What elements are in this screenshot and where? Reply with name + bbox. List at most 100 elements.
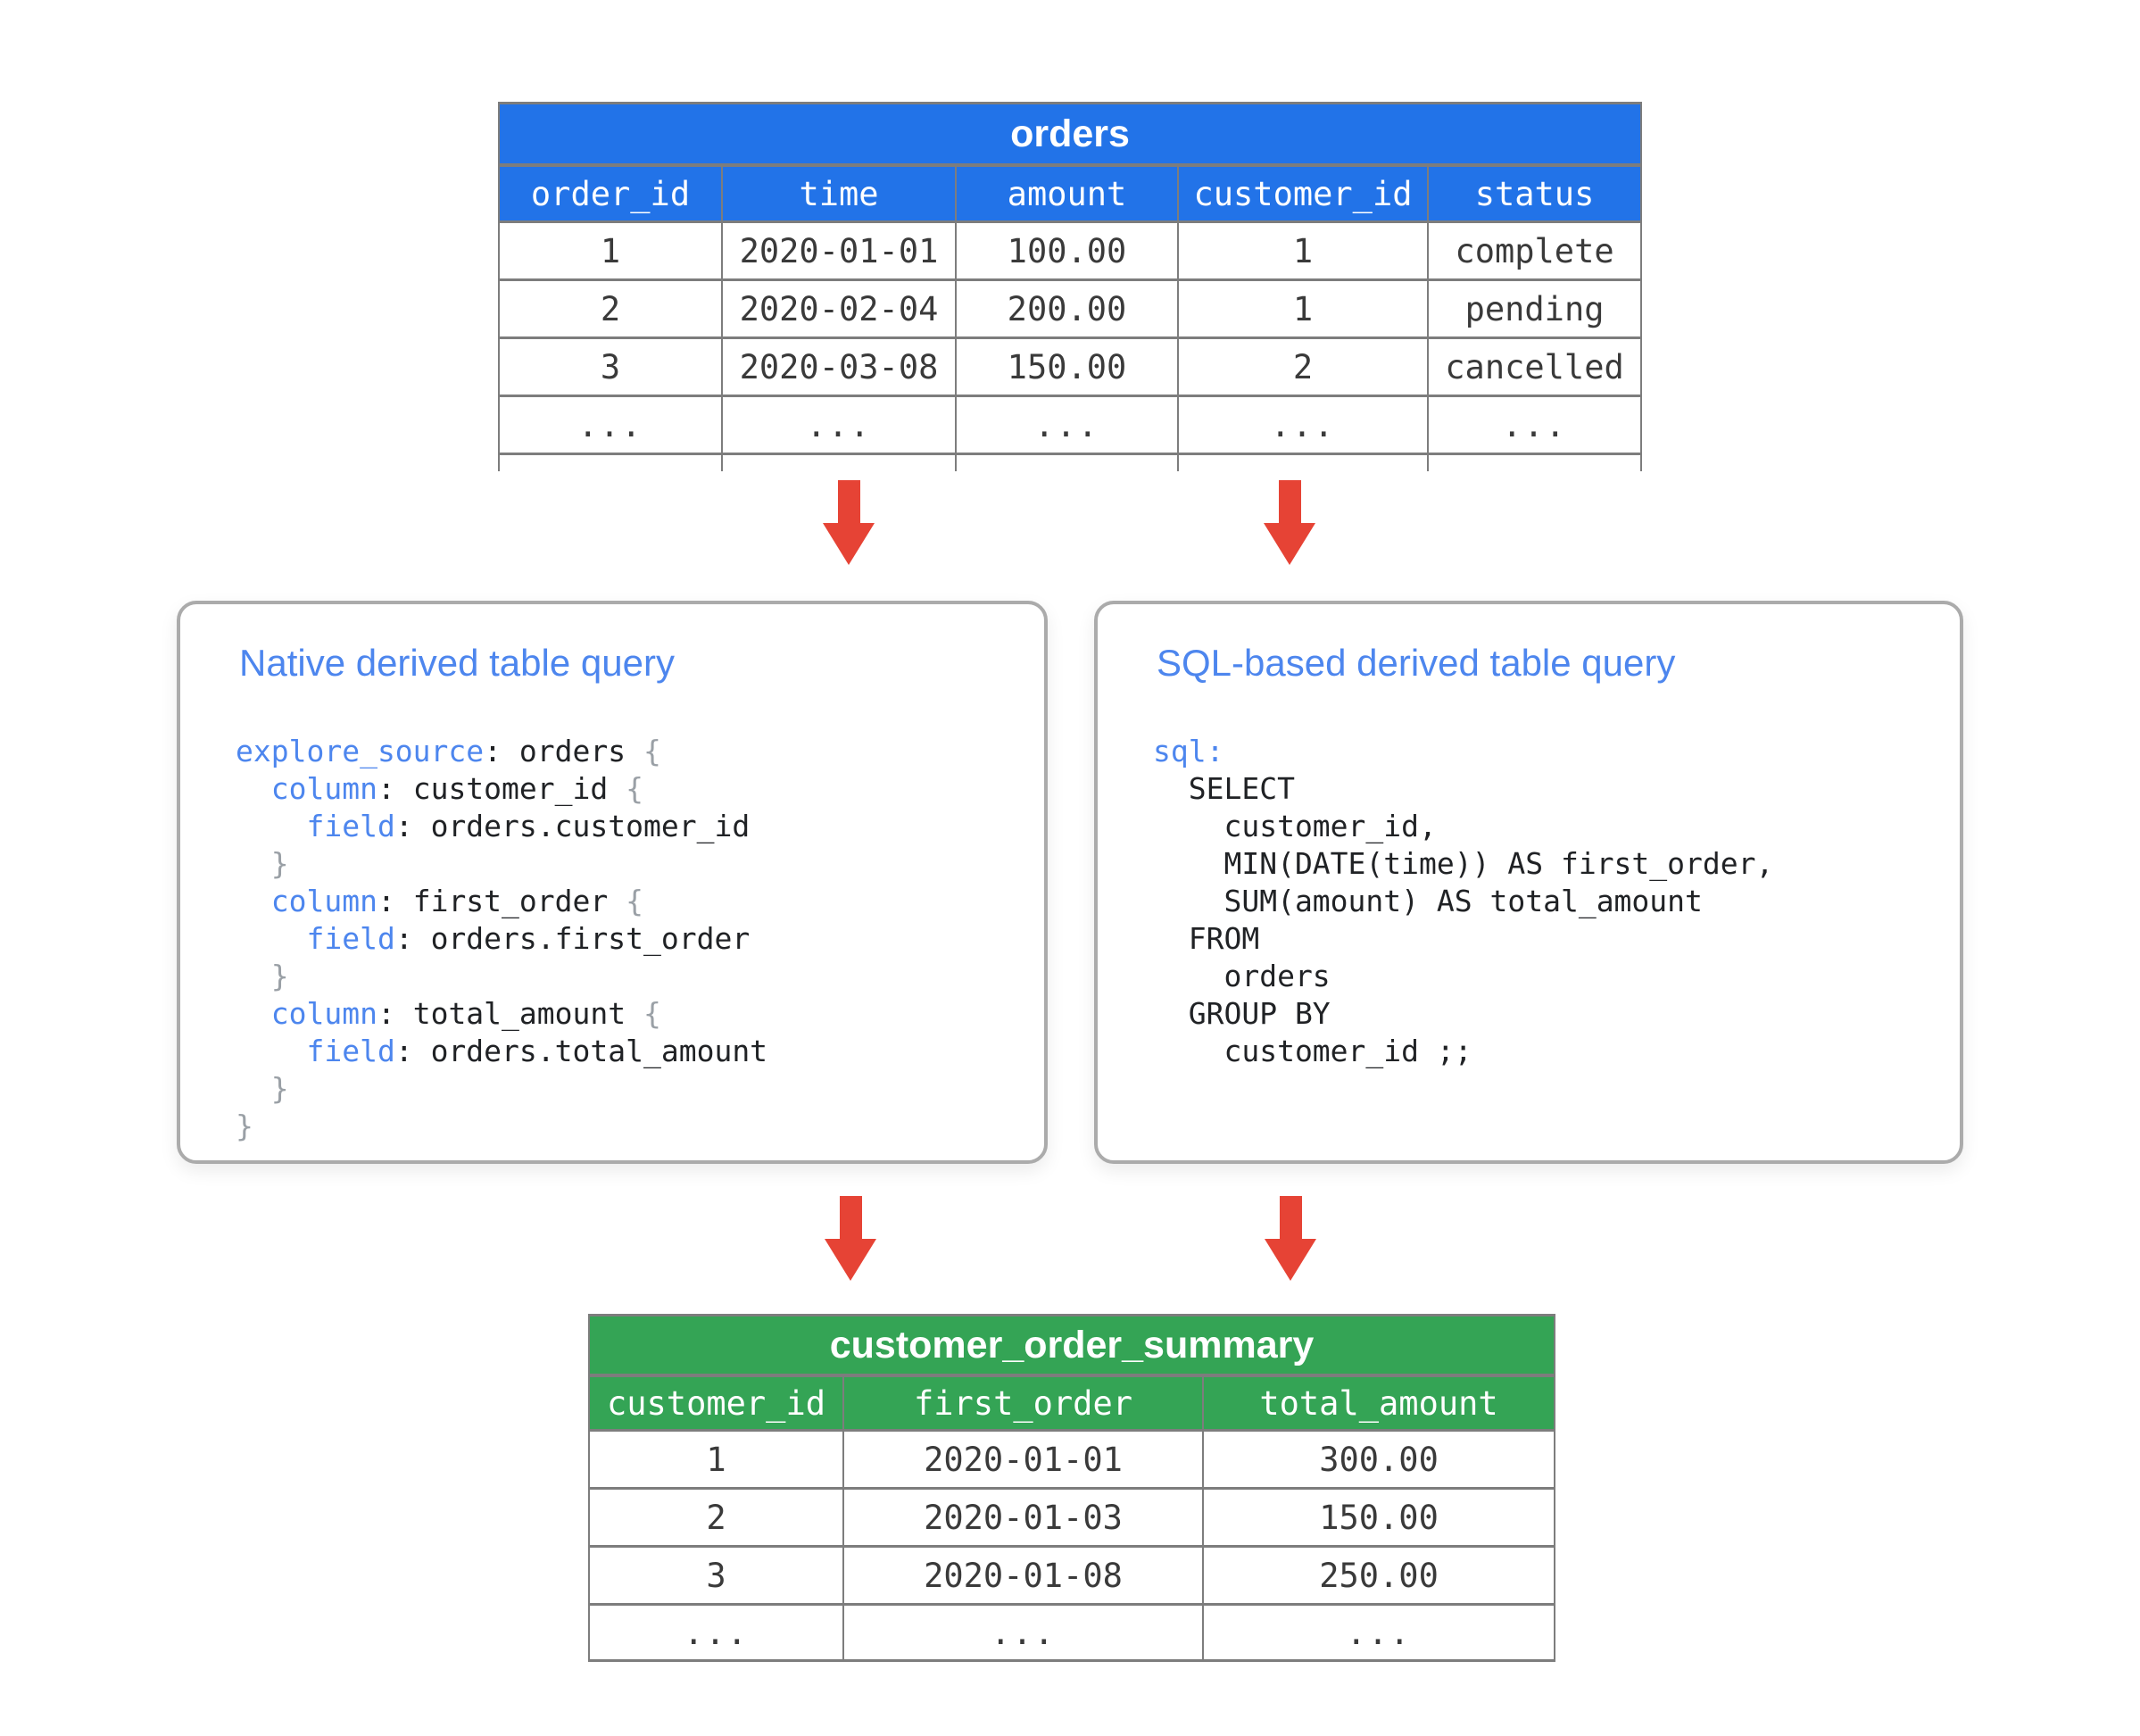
cell: ... [721, 395, 957, 455]
cell: 100.00 [955, 220, 1179, 281]
summary-col-customer-id: customer_id [588, 1374, 844, 1432]
orders-col-customer-id: customer_id [1177, 163, 1429, 223]
code-seg [236, 1071, 271, 1106]
orders-col-order-id: order_id [498, 163, 723, 223]
cell: ... [1426, 395, 1643, 455]
table-row: 2 2020-02-04 200.00 1 pending [498, 278, 1643, 339]
code-seg [236, 959, 271, 993]
cell: 1 [588, 1429, 844, 1490]
code-seg: } [236, 1109, 253, 1143]
code-seg: GROUP BY [1153, 996, 1331, 1031]
cell: pending [1426, 278, 1643, 339]
cell: ... [498, 395, 723, 455]
code-seg: SUM(amount) AS total_amount [1153, 884, 1703, 918]
code-seg: } [270, 846, 289, 881]
code-seg: MIN(DATE(time)) AS first_order, [1153, 846, 1774, 881]
summary-table-header-row: customer_id first_order total_amount [588, 1374, 1556, 1432]
cell: 1 [1177, 278, 1429, 339]
cell: 3 [588, 1545, 844, 1606]
cell [498, 453, 723, 471]
orders-col-time: time [721, 163, 957, 223]
orders-table-title: orders [498, 102, 1643, 167]
table-row: 3 2020-01-08 250.00 [588, 1545, 1556, 1606]
cell: ... [588, 1603, 844, 1662]
code-seg: : orders.first_order [394, 921, 751, 956]
cell [955, 453, 1179, 471]
table-row-ellipsis: ... ... ... ... ... [498, 395, 1643, 455]
code-seg: { [626, 884, 643, 918]
cell: 2020-01-01 [842, 1429, 1204, 1490]
cell: 150.00 [1201, 1487, 1556, 1548]
code-seg: : total_amount [377, 996, 643, 1031]
orders-col-amount: amount [955, 163, 1179, 223]
cell: 2 [498, 278, 723, 339]
sql-derived-table-box: SQL-based derived table query sql: SELEC… [1094, 601, 1963, 1164]
arrow-head-icon [825, 1239, 876, 1281]
table-row: 2 2020-01-03 150.00 [588, 1487, 1556, 1548]
code-seg: : orders.total_amount [394, 1034, 768, 1068]
arrow-head-icon [1264, 523, 1315, 565]
table-row: 1 2020-01-01 300.00 [588, 1429, 1556, 1490]
cell: ... [842, 1603, 1204, 1662]
cell: 2 [1177, 336, 1429, 397]
cell: ... [1177, 395, 1429, 455]
code-seg: customer_id ;; [1153, 1034, 1472, 1068]
code-seg: SELECT [1153, 771, 1295, 806]
cell: 150.00 [955, 336, 1179, 397]
arrow-orders-to-sql [1264, 480, 1315, 565]
code-seg: column [270, 884, 377, 918]
cell [1426, 453, 1643, 471]
table-row-clipped [498, 453, 1643, 471]
code-seg: customer_id, [1153, 809, 1437, 843]
code-seg [236, 996, 271, 1031]
code-seg: : customer_id [377, 771, 626, 806]
code-seg: column [270, 771, 377, 806]
arrow-head-icon [823, 523, 875, 565]
orders-table-title-row: orders [498, 102, 1643, 167]
code-seg: : orders [484, 734, 643, 768]
code-seg [236, 771, 271, 806]
table-row: 3 2020-03-08 150.00 2 cancelled [498, 336, 1643, 397]
summary-col-total-amount: total_amount [1201, 1374, 1556, 1432]
arrow-native-to-summary [825, 1196, 876, 1281]
code-seg [236, 884, 271, 918]
cell: complete [1426, 220, 1643, 281]
code-seg: field [306, 809, 395, 843]
cell: 2020-01-03 [842, 1487, 1204, 1548]
cell: 2020-02-04 [721, 278, 957, 339]
cell: ... [1201, 1603, 1556, 1662]
cell: 2020-01-01 [721, 220, 957, 281]
cell: 2020-01-08 [842, 1545, 1204, 1606]
arrow-sql-to-summary [1265, 1196, 1316, 1281]
summary-col-first-order: first_order [842, 1374, 1204, 1432]
native-derived-table-box: Native derived table query explore_sourc… [177, 601, 1048, 1164]
code-seg [236, 921, 306, 956]
arrow-orders-to-native [823, 480, 875, 565]
cell: 1 [1177, 220, 1429, 281]
cell: 2020-03-08 [721, 336, 957, 397]
arrow-head-icon [1265, 1239, 1316, 1281]
code-seg: FROM [1153, 921, 1260, 956]
native-lookml-code: explore_source: orders { column: custome… [236, 733, 1044, 1145]
orders-table-header-row: order_id time amount customer_id status [498, 163, 1643, 223]
summary-table-title: customer_order_summary [588, 1314, 1556, 1377]
customer-order-summary-table: customer_order_summary customer_id first… [588, 1314, 1561, 1671]
orders-table: orders order_id time amount customer_id … [498, 102, 1646, 471]
code-seg: field [306, 921, 395, 956]
code-seg [236, 809, 306, 843]
table-row: 1 2020-01-01 100.00 1 complete [498, 220, 1643, 281]
cell: 200.00 [955, 278, 1179, 339]
code-seg: column [270, 996, 377, 1031]
cell: 3 [498, 336, 723, 397]
code-seg: } [270, 1071, 289, 1106]
arrow-stem [839, 1196, 862, 1239]
cell: cancelled [1426, 336, 1643, 397]
arrow-stem [837, 480, 860, 523]
sql-lookml-code: sql: SELECT customer_id, MIN(DATE(time))… [1153, 733, 1960, 1070]
code-seg: sql: [1153, 734, 1224, 768]
sql-box-title: SQL-based derived table query [1157, 642, 1676, 684]
code-seg [236, 846, 271, 881]
code-seg: : orders.customer_id [394, 809, 751, 843]
code-seg: } [270, 959, 289, 993]
